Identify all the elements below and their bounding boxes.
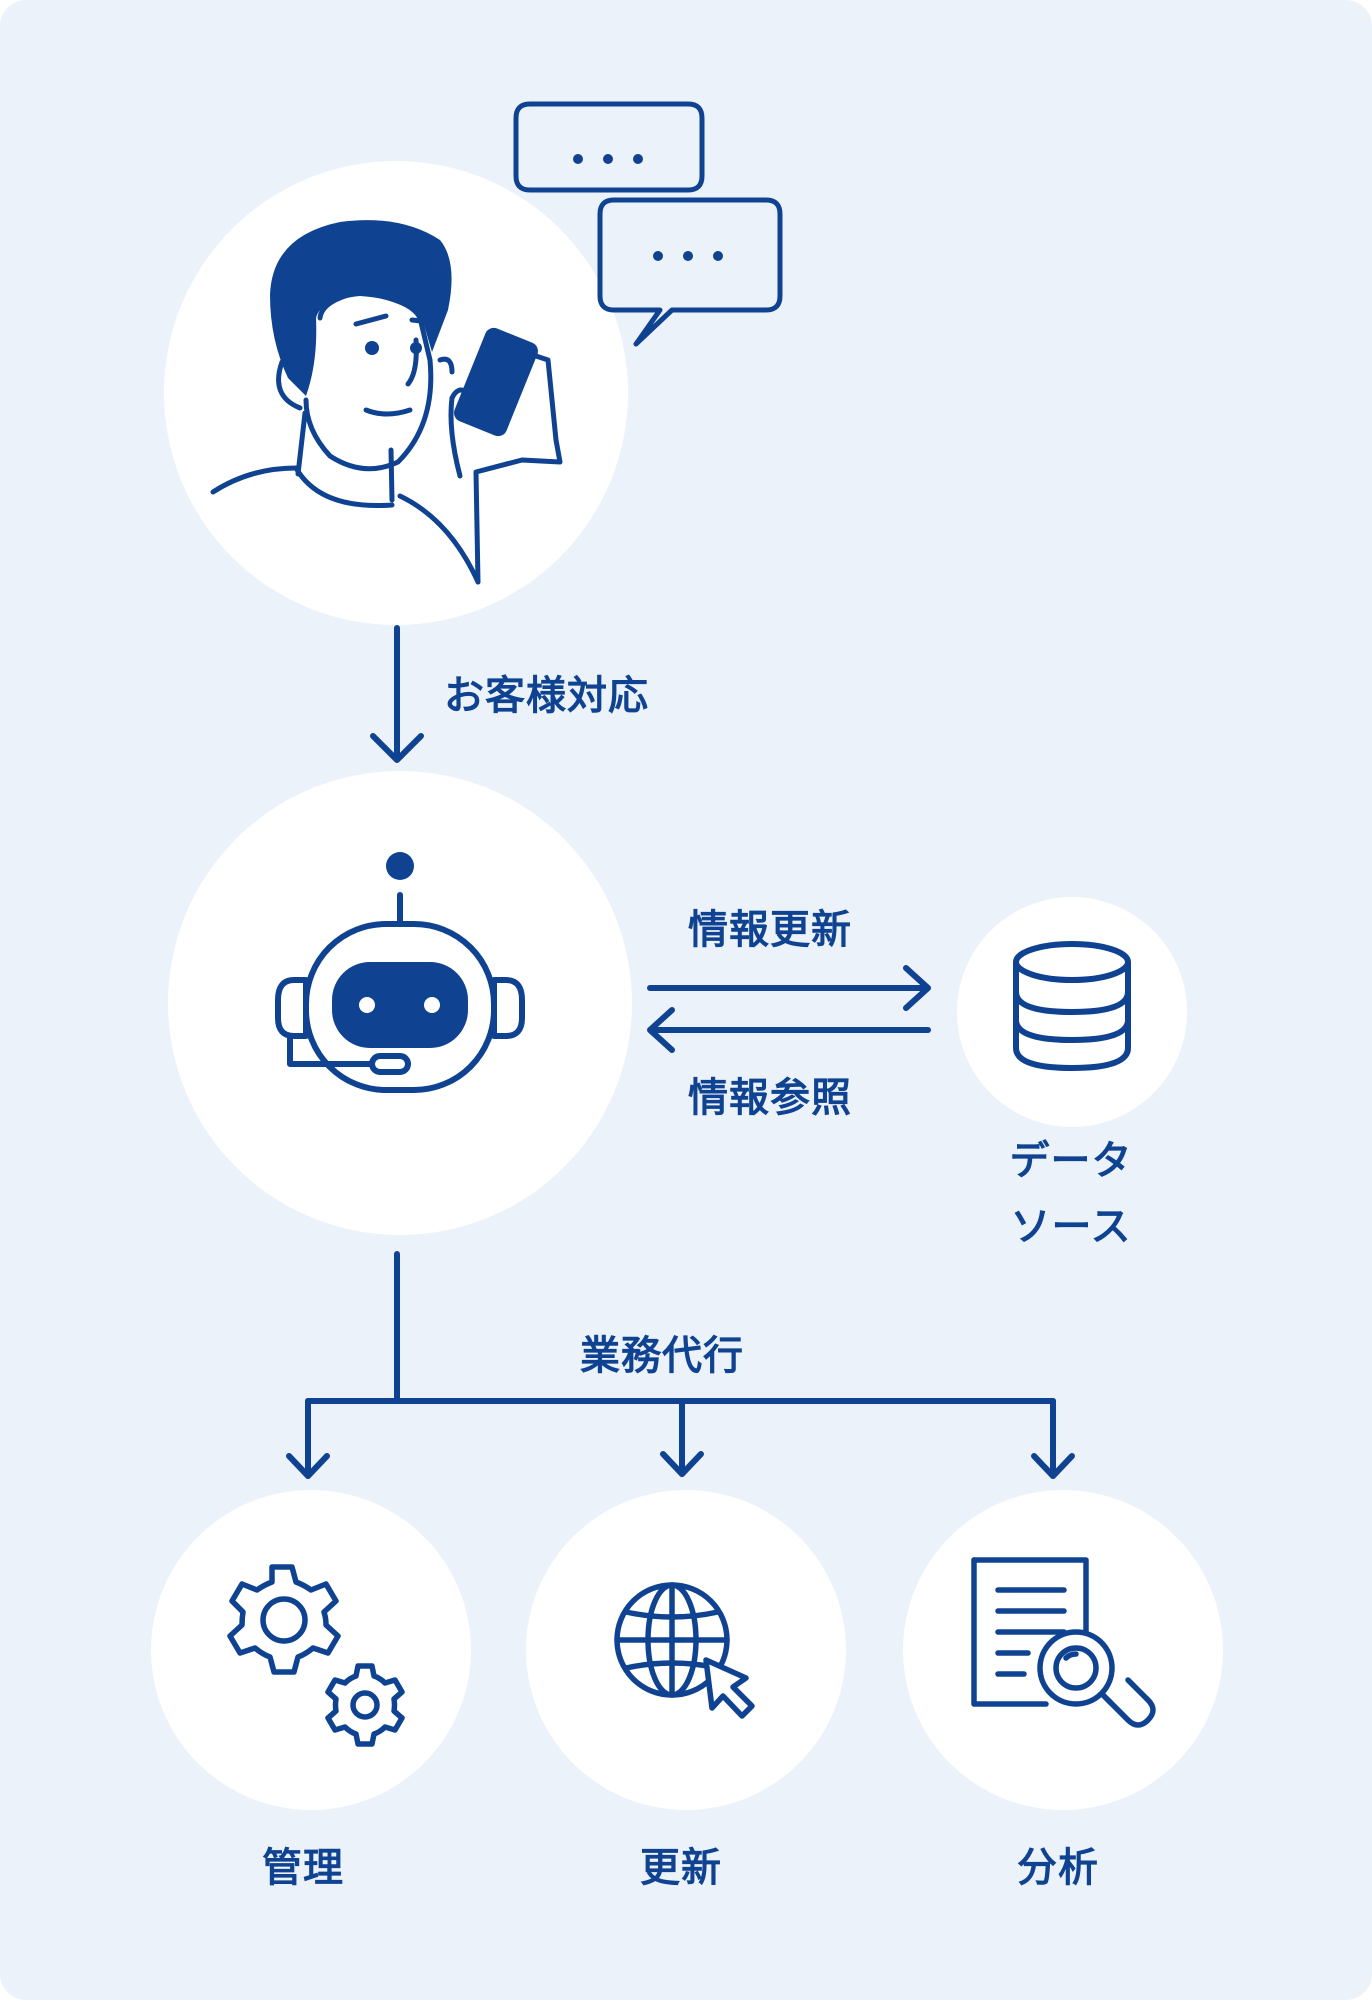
edge-customer-to-bot [373, 628, 421, 760]
datasource-label-line1: データ [996, 1128, 1146, 1194]
update-label: 更新 [640, 1848, 722, 1888]
update-node [526, 1490, 846, 1810]
datasource-label-line2: ソース [996, 1194, 1146, 1260]
analyze-label: 分析 [1017, 1848, 1099, 1888]
edge-label-bot-to-tasks: 業務代行 [580, 1336, 744, 1376]
edge-bot-to-datasource [650, 968, 928, 1008]
datasource-label: データ ソース [996, 1128, 1146, 1260]
manage-label: 管理 [262, 1848, 344, 1888]
edge-label-datasource-to-bot: 情報参照 [688, 1078, 852, 1118]
edge-datasource-to-bot [650, 1010, 928, 1050]
edge-label-customer-to-bot: お客様対応 [444, 676, 649, 716]
edge-label-bot-to-datasource: 情報更新 [688, 910, 852, 950]
